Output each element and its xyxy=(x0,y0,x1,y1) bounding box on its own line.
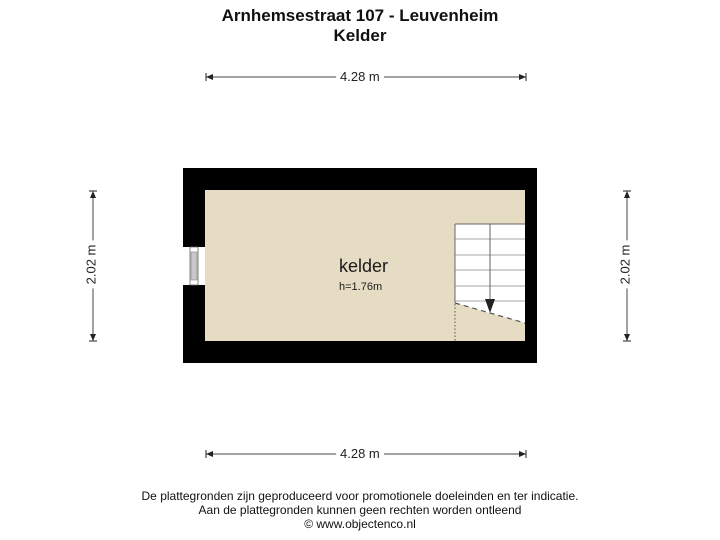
disclaimer-line-1: De plattegronden zijn geproduceerd voor … xyxy=(141,489,579,503)
room-label-kelder: kelder xyxy=(339,256,389,276)
disclaimer-line-2: Aan de plattegronden kunnen geen rechten… xyxy=(198,503,522,517)
floor-level-title: Kelder xyxy=(333,26,387,45)
copyright-link[interactable]: © www.objectenco.nl xyxy=(304,517,416,531)
floorplan-title: Arnhemsestraat 107 - Leuvenheim xyxy=(221,6,499,25)
dimension-bottom-label: 4.28 m xyxy=(336,446,384,461)
dimension-right-label: 2.02 m xyxy=(617,240,633,289)
stair-direction-arrow-icon xyxy=(485,299,495,313)
staircase-icon xyxy=(454,223,526,341)
room-height-kelder: h=1.76m xyxy=(339,281,383,293)
dimension-top-label: 4.28 m xyxy=(336,69,384,84)
dimension-left-label: 2.02 m xyxy=(83,240,99,289)
window-icon xyxy=(183,246,205,286)
